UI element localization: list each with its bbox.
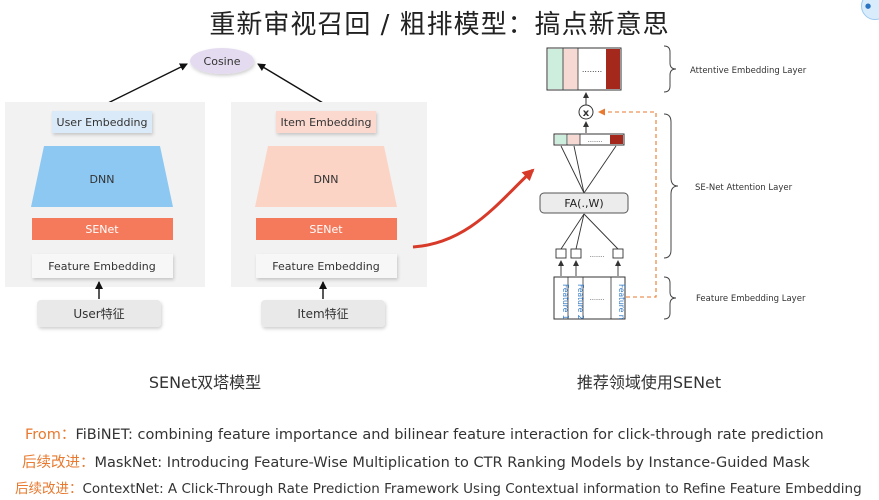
weight-dots: ........ [587,137,602,144]
item-feature-embedding [256,254,397,278]
senet-layer-brace [663,113,679,259]
connector-arrow [412,168,535,249]
attentive-layer-brace [663,45,677,93]
user-feature-embedding-label: Feature Embedding [48,260,155,273]
reference-item: 后续改进：ContextNet: A Click-Through Rate Pr… [15,477,862,497]
page-title: 重新审视召回 / 粗排模型：搞点新意思 [209,10,670,40]
attentive-cell-pink [563,49,578,89]
pool-fan-line [560,213,585,250]
pool-square [555,248,567,259]
cosine-label: Cosine [204,55,241,68]
feature-2-label: Feature 2 [576,284,585,320]
pool-fan-line [575,213,585,250]
attention-weight-vector [553,133,625,146]
user-embedding-box [52,111,152,133]
feature-layer-brace [663,276,677,320]
reference-tag: 后续改进： [22,455,95,471]
multiply-symbol: x [583,108,590,119]
right-caption: 推荐领域使用SENet [577,373,721,392]
user-embedding-label: User Embedding [57,116,148,129]
weight-cell-pink [568,135,580,144]
reference-tag: From： [25,427,76,443]
badge-icon: ● [865,2,872,10]
attentive-layer-label: Attentive Embedding Layer [690,66,807,76]
pool-square [612,248,624,259]
reference-item: From：FiBiNET: combining feature importan… [25,423,824,444]
reference-item: 后续改进：MaskNet: Introducing Feature-Wise M… [22,451,810,472]
reference-tag: 后续改进： [15,481,83,497]
pool-dots: ........ [589,252,604,259]
item-feature-embedding-label: Feature Embedding [272,260,379,273]
attentive-cell-dark-red [606,49,620,89]
user-to-cosine-arrow [107,63,188,104]
user-dnn-label: DNN [90,173,115,186]
item-input-box [261,300,385,327]
weight-cell-green [555,135,567,144]
user-dnn [31,146,173,207]
reference-text: MaskNet: Introducing Feature-Wise Multip… [94,455,810,471]
item-embedding-box [276,111,376,133]
item-embedding-label: Item Embedding [281,116,372,129]
item-senet-label: SENet [309,223,343,236]
fa-fan-line [560,145,585,194]
left-caption: SENet双塔模型 [149,373,261,392]
user-feature-embedding [32,254,173,278]
weight-cell-dark-red [610,135,623,144]
item-senet [256,218,397,240]
item-input-label: Item特征 [297,306,348,321]
feature-layer-label: Feature Embedding Layer [696,294,806,304]
item-to-cosine-arrow [257,63,324,104]
user-input-box [37,300,161,327]
fa-box [539,192,629,214]
user-senet [32,218,173,240]
feature-embedding-box [553,276,626,320]
user-senet-label: SENet [85,223,119,236]
fa-fan-line [573,145,585,194]
attentive-cell-green [548,49,563,89]
skip-connection [598,108,657,298]
user-input-label: User特征 [73,306,124,321]
cosine-node [190,48,254,74]
multiply-icon [578,104,594,120]
fa-fan-line [583,145,617,194]
item-dnn [255,146,397,207]
reference-text: ContextNet: A Click-Through Rate Predict… [82,481,862,497]
item-dnn-label: DNN [314,173,339,186]
senet-layer-label: SE-Net Attention Layer [695,183,793,193]
pool-fan-line [583,213,619,250]
reference-text: FiBiNET: combining feature importance an… [75,427,824,443]
attentive-dots: ........ [582,65,602,74]
feature-1-label: Feature 1 [561,284,570,320]
feature-n-label: Feature n [617,284,626,320]
fa-label: FA(.,W) [564,197,603,210]
feature-dots: ........ [589,295,604,302]
pool-square [570,248,582,259]
